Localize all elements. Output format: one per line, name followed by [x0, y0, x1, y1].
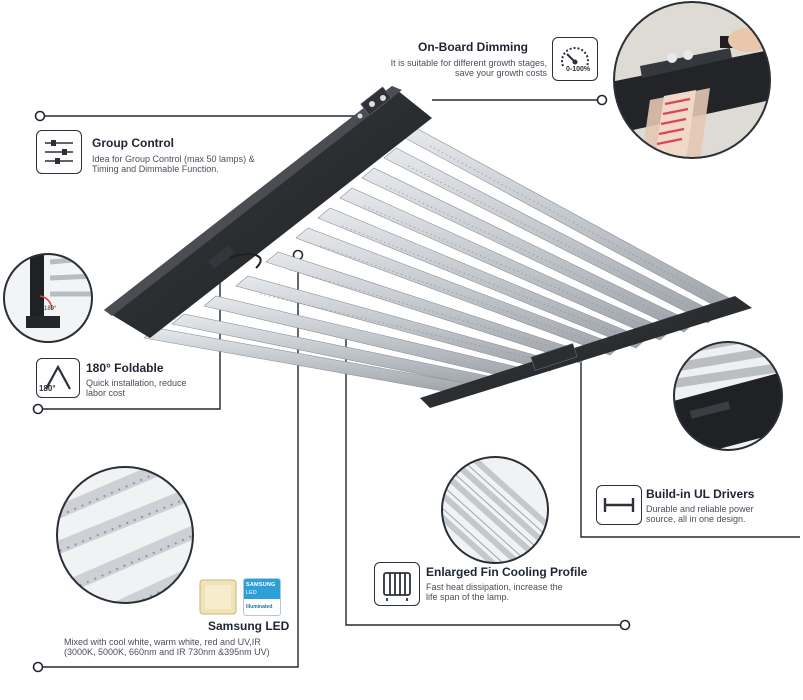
group-desc-1: Idea for Group Control (max 50 lamps) &	[92, 154, 255, 164]
cooling-desc-2: life span of the lamp.	[426, 592, 510, 602]
dimming-desc-1: It is suitable for different growth stag…	[390, 58, 547, 68]
detail-drivers	[673, 341, 783, 451]
cable	[229, 253, 262, 269]
foldable-title: 180° Foldable	[86, 361, 164, 375]
detail-foldable	[3, 253, 93, 343]
line-samsung	[38, 255, 299, 668]
radiator-icon	[374, 562, 420, 606]
port	[380, 95, 386, 101]
rear-housing-top	[104, 86, 402, 316]
foldable-desc-2: labor cost	[86, 388, 126, 398]
dimming-badge: 0-100%	[566, 66, 591, 73]
detail-fins	[441, 456, 549, 564]
led-chip-icon	[199, 579, 237, 615]
dot-cooling	[619, 619, 631, 631]
line-drivers	[580, 354, 800, 538]
drivers-desc-1: Durable and reliable power	[646, 504, 754, 514]
front-housing	[420, 296, 752, 408]
grow-light-fixture	[104, 86, 752, 408]
line-foldable	[38, 262, 221, 410]
cooling-title: Enlarged Fin Cooling Profile	[426, 565, 588, 579]
sliders-icon	[36, 130, 82, 174]
detail-leds	[56, 466, 194, 604]
control-box	[360, 86, 392, 116]
port	[357, 113, 363, 119]
rear-housing	[104, 86, 432, 338]
samsung-led-badge: SAMSUNG LED Illuminated	[243, 578, 281, 616]
led-rows	[259, 145, 721, 361]
fold-detail-label: 180°	[44, 306, 57, 312]
fold-angle-icon: 180°	[36, 358, 80, 398]
driver-box	[530, 343, 578, 371]
samsung-led-label: LED	[246, 590, 257, 596]
light-bars	[143, 127, 741, 395]
samsung-brand: SAMSUNG	[246, 582, 276, 588]
dot-group-left	[34, 110, 46, 122]
foldable-desc-1: Quick installation, reduce	[86, 378, 187, 388]
dial-gauge-icon: 0-100%	[552, 37, 598, 81]
samsung-desc-2: (3000K, 5000K, 660nm and IR 730nm &395nm…	[64, 647, 270, 657]
hinge	[207, 245, 235, 269]
line-group-control	[40, 102, 380, 117]
drivers-desc-2: source, all in one design.	[646, 514, 746, 524]
dot-samsung	[32, 661, 44, 673]
foldable-badge: 180°	[39, 384, 56, 393]
group-title: Group Control	[92, 136, 174, 150]
line-cooling	[345, 332, 625, 626]
dimming-desc-2: save your growth costs	[454, 68, 547, 78]
group-desc-2: Timing and Dimmable Function.	[92, 164, 219, 174]
driver-bar-icon	[596, 485, 642, 525]
dot-dimming	[596, 94, 608, 106]
detail-dimming	[613, 1, 771, 159]
port	[369, 101, 375, 107]
dot-foldable	[32, 403, 44, 415]
cooling-desc-1: Fast heat dissipation, increase the	[426, 582, 563, 592]
samsung-desc-1: Mixed with cool white, warm white, red a…	[64, 637, 261, 647]
light-bar	[143, 327, 471, 395]
drivers-title: Build-in UL Drivers	[646, 487, 755, 501]
samsung-title: Samsung LED	[208, 619, 290, 633]
samsung-illuminated: Illuminated	[246, 604, 273, 610]
dimming-title: On-Board Dimming	[418, 40, 528, 54]
